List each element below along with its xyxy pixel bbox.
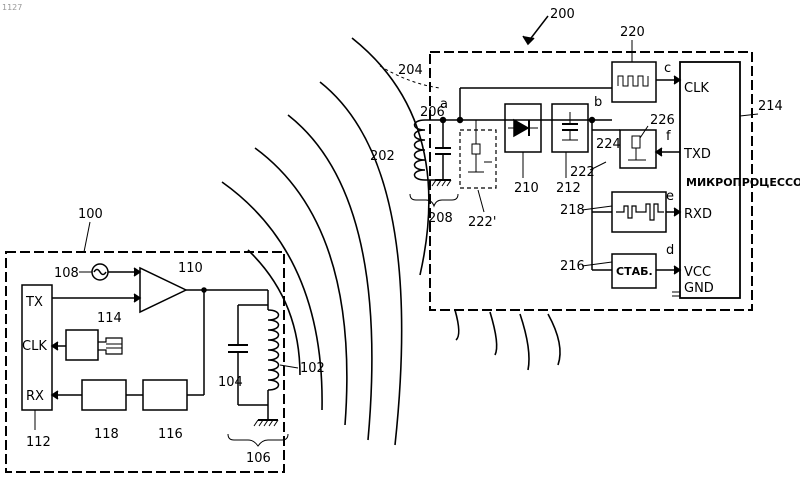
ref-224: 224	[596, 137, 621, 152]
radio-wave-arcs	[222, 38, 560, 445]
node-d-label: d	[666, 243, 674, 258]
rectifier-ref: 210	[514, 181, 539, 196]
gnd-pin: GND	[684, 281, 714, 296]
filter-ref: 212	[556, 181, 581, 196]
amplifier-ref: 110	[178, 261, 203, 276]
reader-block-118	[82, 380, 126, 410]
transponder-device: 200 204 a b 206 202 208	[370, 7, 800, 310]
transponder-coil-ref: 202	[370, 149, 395, 164]
filter-block	[552, 104, 588, 152]
reader-device: 100 TX CLK RX 112 108 110 114	[6, 207, 325, 472]
reader-block-116	[143, 380, 187, 410]
txd-pin: TXD	[683, 147, 711, 162]
dashed-ref: 204	[398, 63, 423, 78]
clk-pin-label: CLK	[22, 339, 47, 354]
alt-switch-block	[460, 130, 496, 188]
node-c-label: c	[664, 61, 671, 76]
transponder-coil-icon	[415, 120, 426, 180]
clock-waveform-icon	[618, 76, 648, 86]
reader-ref: 100	[78, 207, 103, 222]
capacitor-ref: 104	[218, 375, 243, 390]
diode-icon	[508, 120, 538, 136]
controller-ref: 112	[26, 435, 51, 450]
block2-ref: 118	[94, 427, 119, 442]
coil-ref: 102	[300, 361, 325, 376]
reader-coil-icon	[268, 310, 279, 390]
stabilizer-label: СТАБ.	[616, 265, 653, 278]
microprocessor-label: МИКРОПРОЦЕССОР	[686, 176, 800, 189]
transponder-clock-ref: 220	[620, 25, 645, 40]
demod-waveform-icon	[616, 204, 664, 220]
reader-clock-block	[66, 330, 98, 360]
oscillator-ref: 108	[54, 266, 79, 281]
rxd-pin: RXD	[684, 207, 712, 222]
block1-ref: 116	[158, 427, 183, 442]
page-number: 1127	[2, 3, 22, 12]
clock-ref: 114	[97, 311, 122, 326]
ref-226: 226	[650, 113, 675, 128]
transponder-clock-block	[612, 62, 656, 102]
ground-ref: 106	[246, 451, 271, 466]
microprocessor-ref: 214	[758, 99, 783, 114]
tx-pin-label: TX	[25, 295, 43, 310]
node-e-label: e	[666, 189, 674, 204]
stabilizer-ref: 216	[560, 259, 585, 274]
switch-ref: 222	[570, 165, 595, 180]
alt-switch-ref: 222'	[468, 215, 496, 230]
transponder-ground-ref: 208	[428, 211, 453, 226]
vcc-pin: VCC	[684, 265, 711, 280]
clk-pin: CLK	[684, 81, 709, 96]
rx-pin-label: RX	[26, 389, 44, 404]
node-ref: 206	[420, 105, 445, 120]
node-f-label: f	[666, 129, 671, 144]
node-b-label: b	[594, 95, 602, 110]
transponder-ref: 200	[550, 7, 575, 22]
demod-ref: 218	[560, 203, 585, 218]
